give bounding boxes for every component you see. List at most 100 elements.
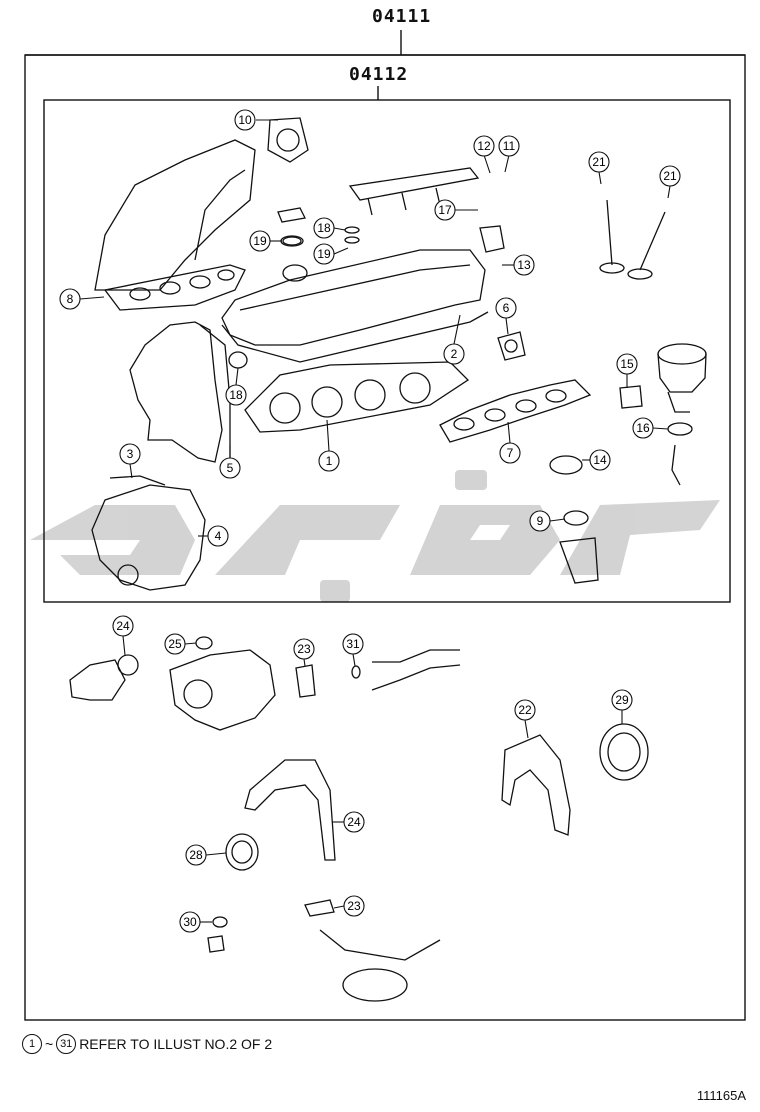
svg-text:30: 30: [183, 915, 197, 929]
ring-gasket-14: [549, 455, 583, 475]
svg-text:11: 11: [503, 139, 516, 153]
svg-text:29: 29: [615, 693, 629, 707]
callout-12: 12: [473, 135, 495, 174]
water-pump: [169, 636, 276, 731]
callout-31: 31: [342, 633, 364, 667]
intake-manifold: [94, 139, 256, 311]
svg-text:23: 23: [347, 899, 361, 913]
gasket-20: [282, 236, 302, 246]
gasket-25: [295, 664, 316, 698]
callout-19b: 19: [313, 243, 349, 265]
footnote-text: REFER TO ILLUST NO.2 OF 2: [79, 1036, 273, 1052]
callout-14: 14: [582, 449, 611, 471]
callout-19a: 18: [313, 217, 346, 239]
callout-13: 13: [502, 254, 535, 276]
callout-4: 4: [198, 525, 229, 547]
exhaust-pipe-front: [559, 537, 599, 584]
svg-text:7: 7: [507, 446, 514, 460]
callout-16: 16: [632, 417, 669, 439]
gasket-30: [212, 916, 228, 928]
intake-valve: [627, 211, 666, 280]
svg-text:28: 28: [189, 848, 203, 862]
ring-gasket-9: [563, 510, 589, 526]
svg-text:18: 18: [229, 388, 243, 402]
throttle-gasket-shape: [267, 117, 309, 163]
timing-cover-lower: [91, 475, 206, 591]
sub-assembly-number: 04112: [349, 64, 409, 85]
svg-text:15: 15: [620, 357, 634, 371]
assembly-number: 04111: [372, 6, 432, 27]
callout-9: 9: [529, 510, 566, 532]
svg-text:19: 19: [317, 247, 331, 261]
svg-text:17: 17: [438, 203, 452, 217]
parts-art: [69, 117, 707, 1002]
egr-valve: [657, 343, 707, 413]
callout-5: 5: [219, 445, 241, 479]
outer-frame: [24, 54, 746, 1021]
illustration-code: 111165A: [696, 1088, 746, 1103]
injector: [479, 225, 505, 253]
svg-text:4: 4: [215, 529, 222, 543]
footnote-from: 1: [22, 1034, 42, 1054]
oil-pipe: [371, 649, 461, 691]
inner-frame: [43, 99, 731, 603]
valve-cover: [221, 249, 489, 363]
callout-21a: 21: [588, 151, 610, 185]
svg-text:18: 18: [317, 221, 331, 235]
svg-text:22: 22: [518, 703, 532, 717]
callout-18: 18: [225, 367, 247, 406]
oring-19a: [344, 226, 360, 234]
callout-3: 3: [119, 443, 141, 479]
callout-17: 17: [434, 199, 478, 221]
exhaust-manifold: [439, 379, 592, 443]
svg-text:5: 5: [227, 461, 234, 475]
callout-1: 1: [318, 419, 340, 472]
oring-19b: [344, 236, 360, 244]
footnote-separator: ~: [45, 1036, 54, 1052]
svg-text:12: 12: [477, 139, 491, 153]
svg-text:21: 21: [663, 169, 677, 183]
callout-2: 2: [443, 314, 465, 365]
svg-text:31: 31: [346, 637, 360, 651]
callout-21b: 21: [659, 165, 681, 199]
svg-text:16: 16: [636, 421, 650, 435]
callout-23: 23: [333, 895, 365, 917]
callout-28: 28: [185, 844, 227, 866]
oil-strainer: [304, 899, 441, 1002]
egr-pipe: [671, 444, 681, 486]
egr-gasket-16: [667, 422, 693, 436]
callout-11: 11: [498, 135, 520, 173]
callout-29: 29: [611, 689, 633, 724]
callout-25: 23: [293, 638, 315, 667]
fuel-rail: [348, 167, 480, 216]
watermark: [30, 470, 720, 602]
head-gasket: [244, 361, 470, 433]
water-outlet: [69, 654, 139, 701]
seal-18: [228, 351, 248, 369]
rear-oil-seal-29: [599, 723, 649, 781]
svg-text:13: 13: [517, 258, 531, 272]
svg-text:9: 9: [537, 514, 544, 528]
rear-oil-seal-retainer-22: [501, 734, 571, 836]
front-oil-seal-28: [225, 833, 259, 871]
svg-text:21: 21: [592, 155, 606, 169]
timing-case-gasket-24: [244, 759, 336, 861]
svg-text:1: 1: [326, 454, 333, 468]
plug-30: [207, 935, 225, 953]
svg-text:8: 8: [67, 292, 74, 306]
svg-text:6: 6: [503, 301, 510, 315]
callout-30: 30: [179, 911, 212, 933]
svg-text:14: 14: [593, 453, 607, 467]
svg-text:3: 3: [127, 447, 134, 461]
callout-24: 24: [332, 811, 365, 833]
svg-text:23: 23: [297, 642, 311, 656]
callout-7: 7: [499, 421, 521, 464]
callout-labels: 10 12 11 21 21 17 18 19 19 13 8 6 2 15 1…: [59, 109, 681, 933]
callout-10: 10: [234, 109, 278, 131]
callout-20: 19: [249, 230, 282, 252]
callout-6: 6: [495, 297, 517, 335]
timing-cover-upper: [129, 321, 231, 463]
svg-text:10: 10: [238, 113, 252, 127]
throttle-gasket-bore: [276, 128, 300, 152]
